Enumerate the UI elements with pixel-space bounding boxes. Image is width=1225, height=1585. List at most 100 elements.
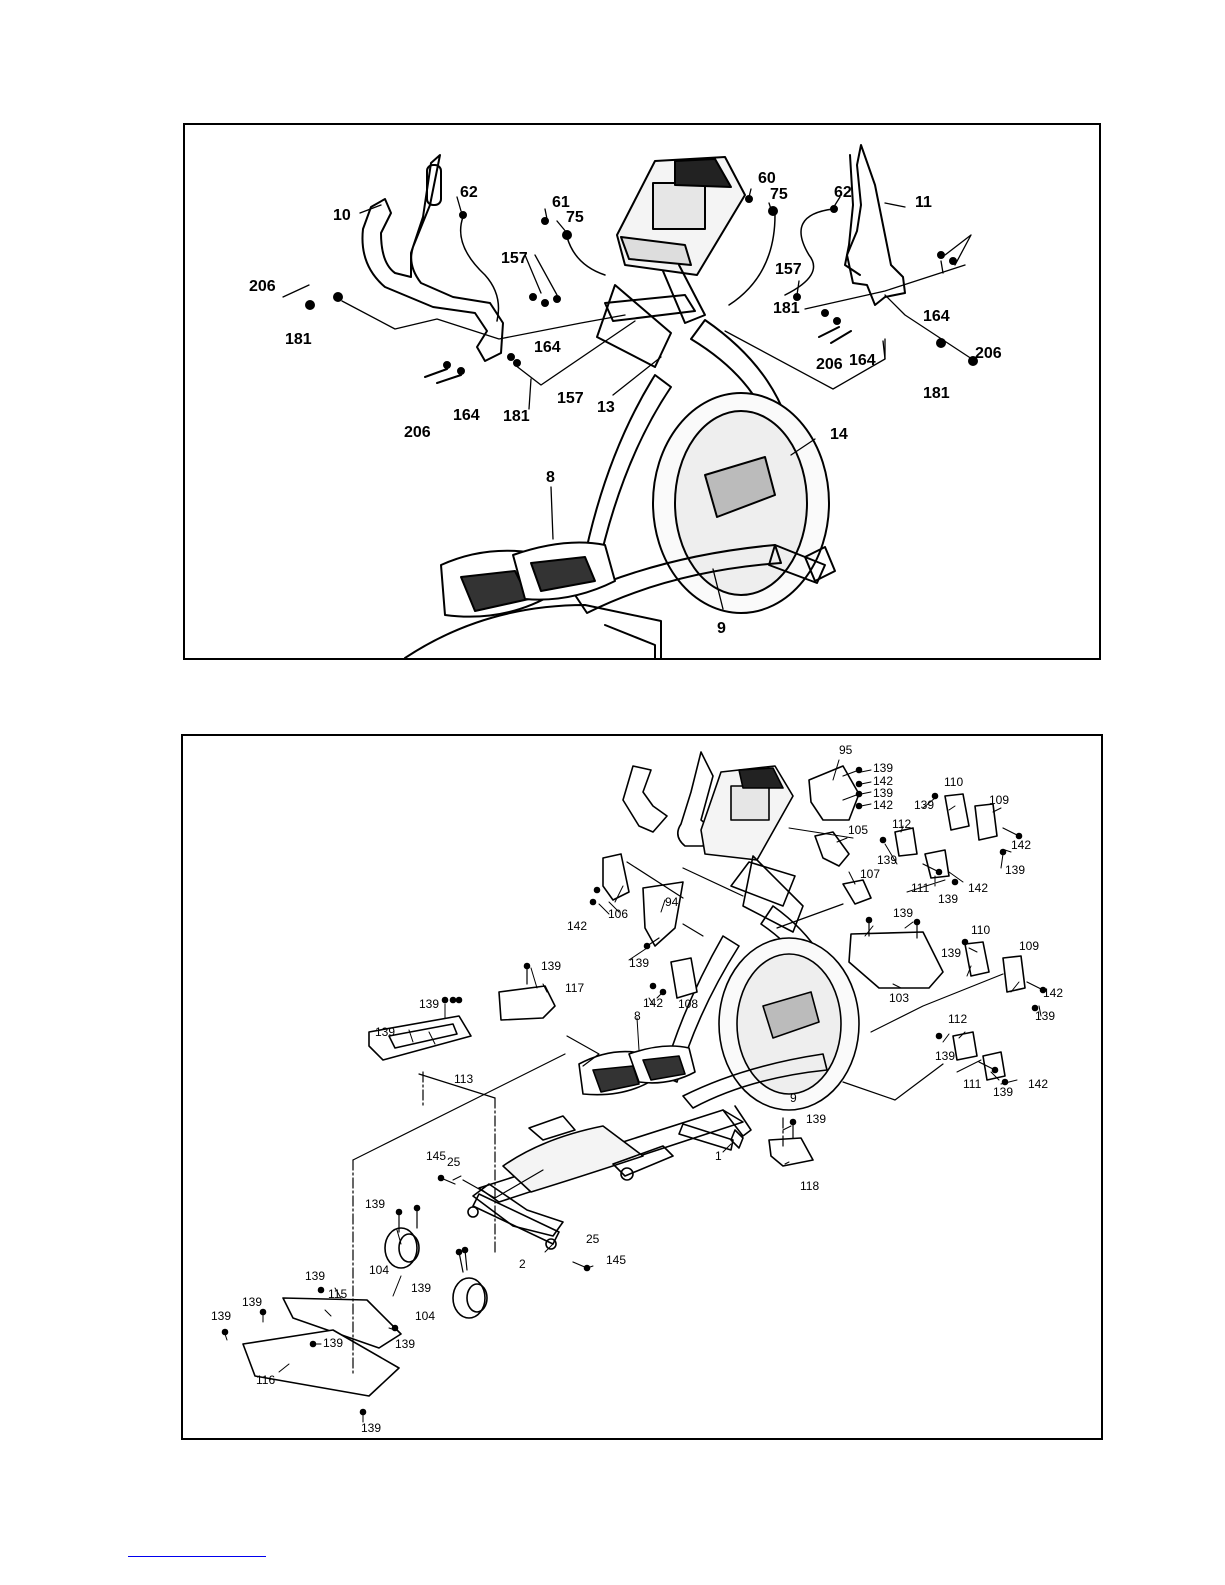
callout-label: 181 xyxy=(923,385,950,402)
callout-label: 139 xyxy=(541,959,562,973)
cover-116 xyxy=(242,1329,400,1397)
callout-label: 139 xyxy=(873,786,894,800)
cover-117 xyxy=(498,985,556,1021)
callout-label: 139 xyxy=(893,906,914,920)
cover-94 xyxy=(642,881,684,947)
callout-label: 139 xyxy=(1035,1009,1056,1023)
callout-label: 8 xyxy=(546,469,555,486)
callout-label: 8 xyxy=(634,1009,641,1023)
callout-label: 139 xyxy=(361,1421,382,1435)
callout-label: 139 xyxy=(242,1295,263,1309)
callout-label: 206 xyxy=(816,356,843,373)
callout-label: 112 xyxy=(948,1012,968,1026)
callout-label: 139 xyxy=(873,761,894,775)
callout-label: 139 xyxy=(914,798,935,812)
callout-label: 106 xyxy=(608,907,629,921)
callout-label: 157 xyxy=(501,250,528,267)
callout-label: 2 xyxy=(519,1257,526,1271)
callout-label: 145 xyxy=(606,1253,627,1267)
callout-label: 139 xyxy=(629,956,650,970)
callout-label: 142 xyxy=(1011,838,1032,852)
callout-label: 107 xyxy=(860,867,881,881)
callout-label: 145 xyxy=(426,1149,447,1163)
callout-label: 181 xyxy=(285,331,312,348)
callout-label: 206 xyxy=(249,278,276,295)
upper-assembly-diagram: 10 62 61 75 60 75 62 11 157 157 206 181 … xyxy=(183,123,1101,660)
callout-label: 60 xyxy=(758,170,776,187)
cover-113 xyxy=(368,1015,472,1061)
left-handlebar-grip xyxy=(426,164,442,206)
left-handlebar-part xyxy=(361,154,504,362)
upper-assembly-drawing xyxy=(282,144,978,658)
footer-link-underline[interactable] xyxy=(128,1556,266,1557)
callout-label: 116 xyxy=(256,1373,276,1387)
callout-label: 142 xyxy=(643,996,664,1010)
callout-label: 103 xyxy=(889,991,910,1005)
callout-label: 25 xyxy=(586,1232,600,1246)
callout-label: 142 xyxy=(873,798,894,812)
callout-label: 75 xyxy=(770,186,788,203)
callout-label: 75 xyxy=(566,209,584,226)
callout-label: 9 xyxy=(790,1091,797,1105)
callout-label: 206 xyxy=(975,345,1002,362)
callout-label: 139 xyxy=(806,1112,827,1126)
callout-label: 104 xyxy=(369,1263,390,1277)
callout-label: 181 xyxy=(773,300,800,317)
callout-label: 164 xyxy=(534,339,561,356)
callout-label: 104 xyxy=(415,1309,436,1323)
callout-label: 139 xyxy=(1005,863,1026,877)
callout-label: 206 xyxy=(404,424,431,441)
cover-107 xyxy=(842,879,872,905)
wheel-104 xyxy=(384,1227,418,1269)
base-rail xyxy=(478,1109,744,1203)
callout-label: 139 xyxy=(941,946,962,960)
callout-label: 164 xyxy=(923,308,950,325)
callout-label: 164 xyxy=(453,407,480,424)
callout-label: 113 xyxy=(454,1072,474,1086)
cover-103 xyxy=(848,931,944,989)
callout-label: 14 xyxy=(830,426,848,443)
callout-label: 62 xyxy=(460,184,478,201)
callout-label: 142 xyxy=(1043,986,1064,1000)
callout-label: 111 xyxy=(911,881,930,895)
callout-label: 164 xyxy=(849,352,876,369)
callout-label: 10 xyxy=(333,207,351,224)
callout-label: 139 xyxy=(211,1309,232,1323)
callout-label: 9 xyxy=(717,620,726,637)
callout-label: 62 xyxy=(834,184,852,201)
cover-118 xyxy=(768,1137,814,1167)
lower-assembly-drawing xyxy=(221,751,1047,1423)
callout-label: 115 xyxy=(328,1287,348,1301)
console-screen xyxy=(652,182,706,230)
callout-label: 108 xyxy=(678,997,699,1011)
callout-label: 61 xyxy=(552,194,570,211)
callout-label: 139 xyxy=(323,1336,344,1350)
callout-label: 95 xyxy=(839,743,853,757)
callout-label: 110 xyxy=(971,923,991,937)
right-handlebar-part xyxy=(846,144,906,306)
lower-arm-part xyxy=(574,544,782,614)
callout-label: 110 xyxy=(944,775,964,789)
callout-label: 139 xyxy=(993,1085,1014,1099)
callout-label: 139 xyxy=(411,1281,432,1295)
callout-label: 139 xyxy=(935,1049,956,1063)
base-rails xyxy=(404,604,662,658)
callout-label: 139 xyxy=(375,1025,396,1039)
callout-label: 181 xyxy=(503,408,530,425)
callout-label: 13 xyxy=(597,399,615,416)
callout-label: 139 xyxy=(365,1197,386,1211)
cover-106 xyxy=(602,853,630,901)
cover-108 xyxy=(670,957,698,999)
cover-105 xyxy=(814,831,850,867)
callout-label: 11 xyxy=(915,194,932,211)
callout-label: 139 xyxy=(877,853,898,867)
callout-label: 94 xyxy=(665,895,679,909)
lower-assembly-diagram: 95 139 142 139 142 110 139 109 142 139 1… xyxy=(181,734,1103,1440)
callout-label: 117 xyxy=(565,981,585,995)
cover-109 xyxy=(974,803,998,841)
callout-label: 139 xyxy=(395,1337,416,1351)
callout-label: 118 xyxy=(800,1179,820,1193)
callout-label: 25 xyxy=(447,1155,461,1169)
cover-110 xyxy=(944,793,970,831)
callout-label: 142 xyxy=(567,919,588,933)
